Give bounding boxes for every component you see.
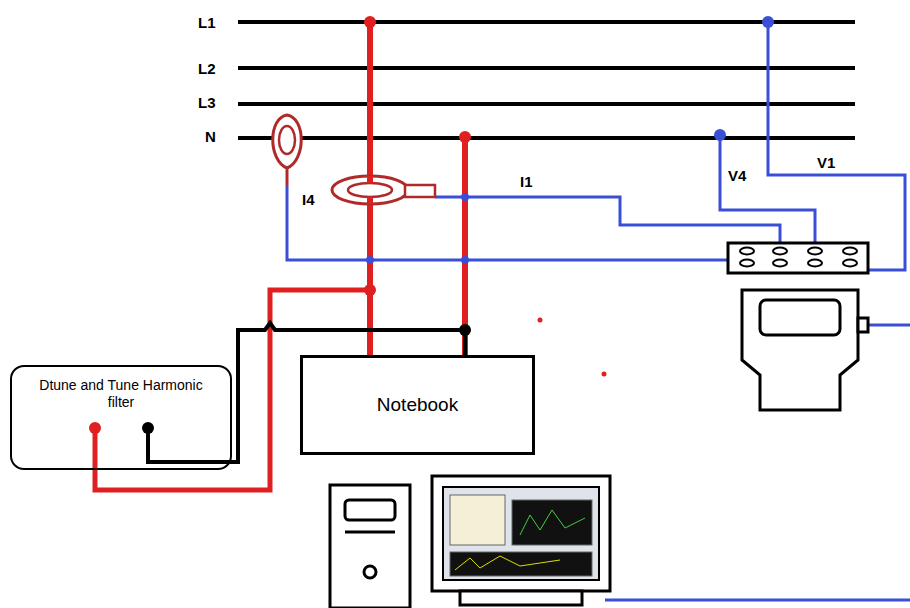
bus-lines <box>238 22 855 138</box>
power-analyzer <box>728 243 868 410</box>
filter-terminals <box>89 422 232 470</box>
box-label: Dtune and Tune Harmonic filter <box>32 377 210 411</box>
wire-connector <box>232 323 465 462</box>
current-label: I1 <box>520 174 533 189</box>
current-label: I4 <box>302 192 315 207</box>
box-label: Notebook <box>377 394 458 417</box>
line-label: N <box>205 129 216 144</box>
desktop-computer <box>330 476 610 608</box>
measurement-wires <box>287 22 910 600</box>
clamp-i4 <box>273 115 302 185</box>
voltage-label: V1 <box>817 155 835 170</box>
tap-dots <box>366 16 774 264</box>
harmonic-filter-box: Dtune and Tune Harmonic filter <box>10 365 232 470</box>
clamp-i1 <box>332 176 435 204</box>
line-label: L3 <box>198 95 216 110</box>
line-label: L1 <box>198 15 216 30</box>
notebook-box: Notebook <box>300 355 535 455</box>
line-label: L2 <box>198 61 216 76</box>
voltage-label: V4 <box>728 168 746 183</box>
